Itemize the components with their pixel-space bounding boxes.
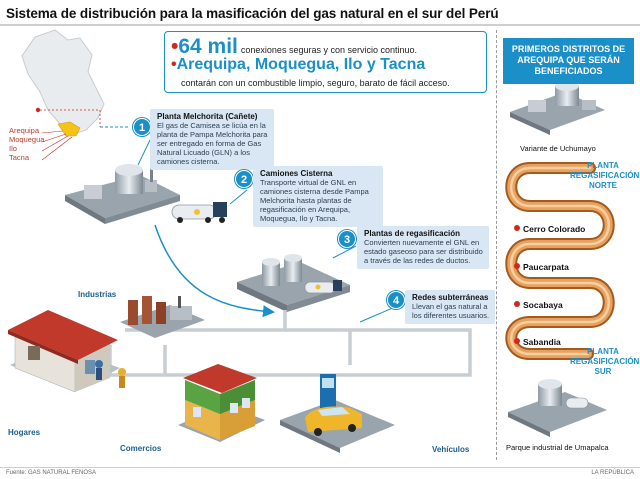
industries-illustration — [120, 296, 205, 338]
district-paucarpata: Paucarpata — [514, 262, 569, 272]
district-label: Socabaya — [523, 300, 563, 310]
step-1-panel: Planta Melchorita (Cañete) El gas de Cam… — [150, 109, 274, 170]
commerce-illustration — [178, 364, 265, 442]
label-vehiculos: Vehículos — [432, 445, 470, 454]
step-3-badge: 3 — [338, 230, 356, 248]
plant-north-label: PLANTA REGASIFICACIÓN NORTE — [570, 161, 640, 190]
uchumayo-caption: Variante de Uchumayo — [520, 144, 596, 153]
district-cerro-colorado: Cerro Colorado — [514, 224, 585, 234]
hero-count: 64 mil — [178, 35, 238, 58]
district-socabaya: Socabaya — [514, 300, 563, 310]
pipe-network — [108, 310, 472, 377]
hero-cities: Arequipa, Moquegua, Ilo y Tacna — [176, 56, 426, 73]
region-tacna: Tacna — [9, 153, 30, 162]
tanker-truck-illustration — [171, 202, 227, 223]
district-dot — [514, 225, 520, 231]
district-label: Paucarpata — [523, 262, 569, 272]
footer-source: Fuente: GAS NATURAL FENOSA — [6, 470, 97, 476]
footer-credit: LA REPÚBLICA — [591, 470, 634, 476]
umapalca-caption: Parque industrial de Umapalca — [506, 443, 609, 452]
step-2-badge: 2 — [235, 170, 253, 188]
hero-count-text: conexiones seguras y con servicio contin… — [240, 45, 418, 55]
melchorita-plant-illustration — [65, 164, 180, 224]
step-2-panel: Camiones Cisterna Transporte virtual de … — [253, 166, 383, 227]
page-title: Sistema de distribución para la masifica… — [6, 6, 499, 21]
step-4-panel: Redes subterráneas Llevan el gas natural… — [405, 290, 495, 324]
sidebar-divider — [496, 30, 497, 460]
sidebar-heading: PRIMEROS DISTRITOS DE AREQUIPA QUE SERÁN… — [503, 38, 634, 84]
label-comercios: Comercios — [120, 444, 162, 453]
district-label: Sabandia — [523, 337, 561, 347]
step-4-title: Redes subterráneas — [412, 293, 489, 302]
footer-divider — [0, 467, 640, 468]
step-3-text: Convierten nuevamente el GNL en estado g… — [364, 238, 483, 265]
bullet-dot: • — [171, 56, 177, 73]
regasification-plant-illustration — [237, 254, 350, 312]
region-list: Arequipa Moquegua Ilo Tacna — [9, 126, 44, 162]
district-dot — [514, 263, 520, 269]
region-ilo: Ilo — [9, 144, 17, 153]
region-moquegua: Moquegua — [9, 135, 45, 144]
step-2-text: Transporte virtual de GNL en camiones ci… — [260, 178, 369, 223]
step-1-badge: 1 — [133, 118, 151, 136]
melchorita-location-marker — [35, 107, 41, 113]
step-1-text: El gas de Camisea se licúa en la planta … — [157, 121, 268, 166]
step-3-panel: Plantas de regasificación Convierten nue… — [357, 226, 489, 269]
peru-map — [21, 29, 105, 161]
step-3-title: Plantas de regasificación — [364, 229, 461, 238]
step-1-title: Planta Melchorita (Cañete) — [157, 112, 258, 121]
district-dot — [514, 338, 520, 344]
region-arequipa: Arequipa — [9, 126, 40, 135]
title-divider — [0, 24, 640, 26]
arequipa-pipeline — [505, 162, 615, 360]
step-4-text: Llevan el gas natural a los diferentes u… — [412, 302, 490, 320]
district-dot — [514, 301, 520, 307]
district-sabandia: Sabandia — [514, 337, 561, 347]
label-industrias: Industrias — [78, 290, 117, 299]
district-label: Cerro Colorado — [523, 224, 586, 234]
umapalca-plant-illustration — [508, 379, 607, 437]
step-2-title: Camiones Cisterna — [260, 169, 333, 178]
hero-cities-text: contarán con un combustible limpio, segu… — [181, 78, 450, 88]
vehicles-station-illustration — [280, 374, 395, 453]
uchumayo-plant-illustration — [510, 81, 605, 135]
label-hogares: Hogares — [8, 428, 41, 437]
house-illustration — [8, 310, 126, 393]
plant-south-label: PLANTA REGASIFICACIÓN SUR — [570, 347, 640, 376]
bullet-dot: • — [171, 35, 179, 58]
step-4-badge: 4 — [387, 291, 405, 309]
